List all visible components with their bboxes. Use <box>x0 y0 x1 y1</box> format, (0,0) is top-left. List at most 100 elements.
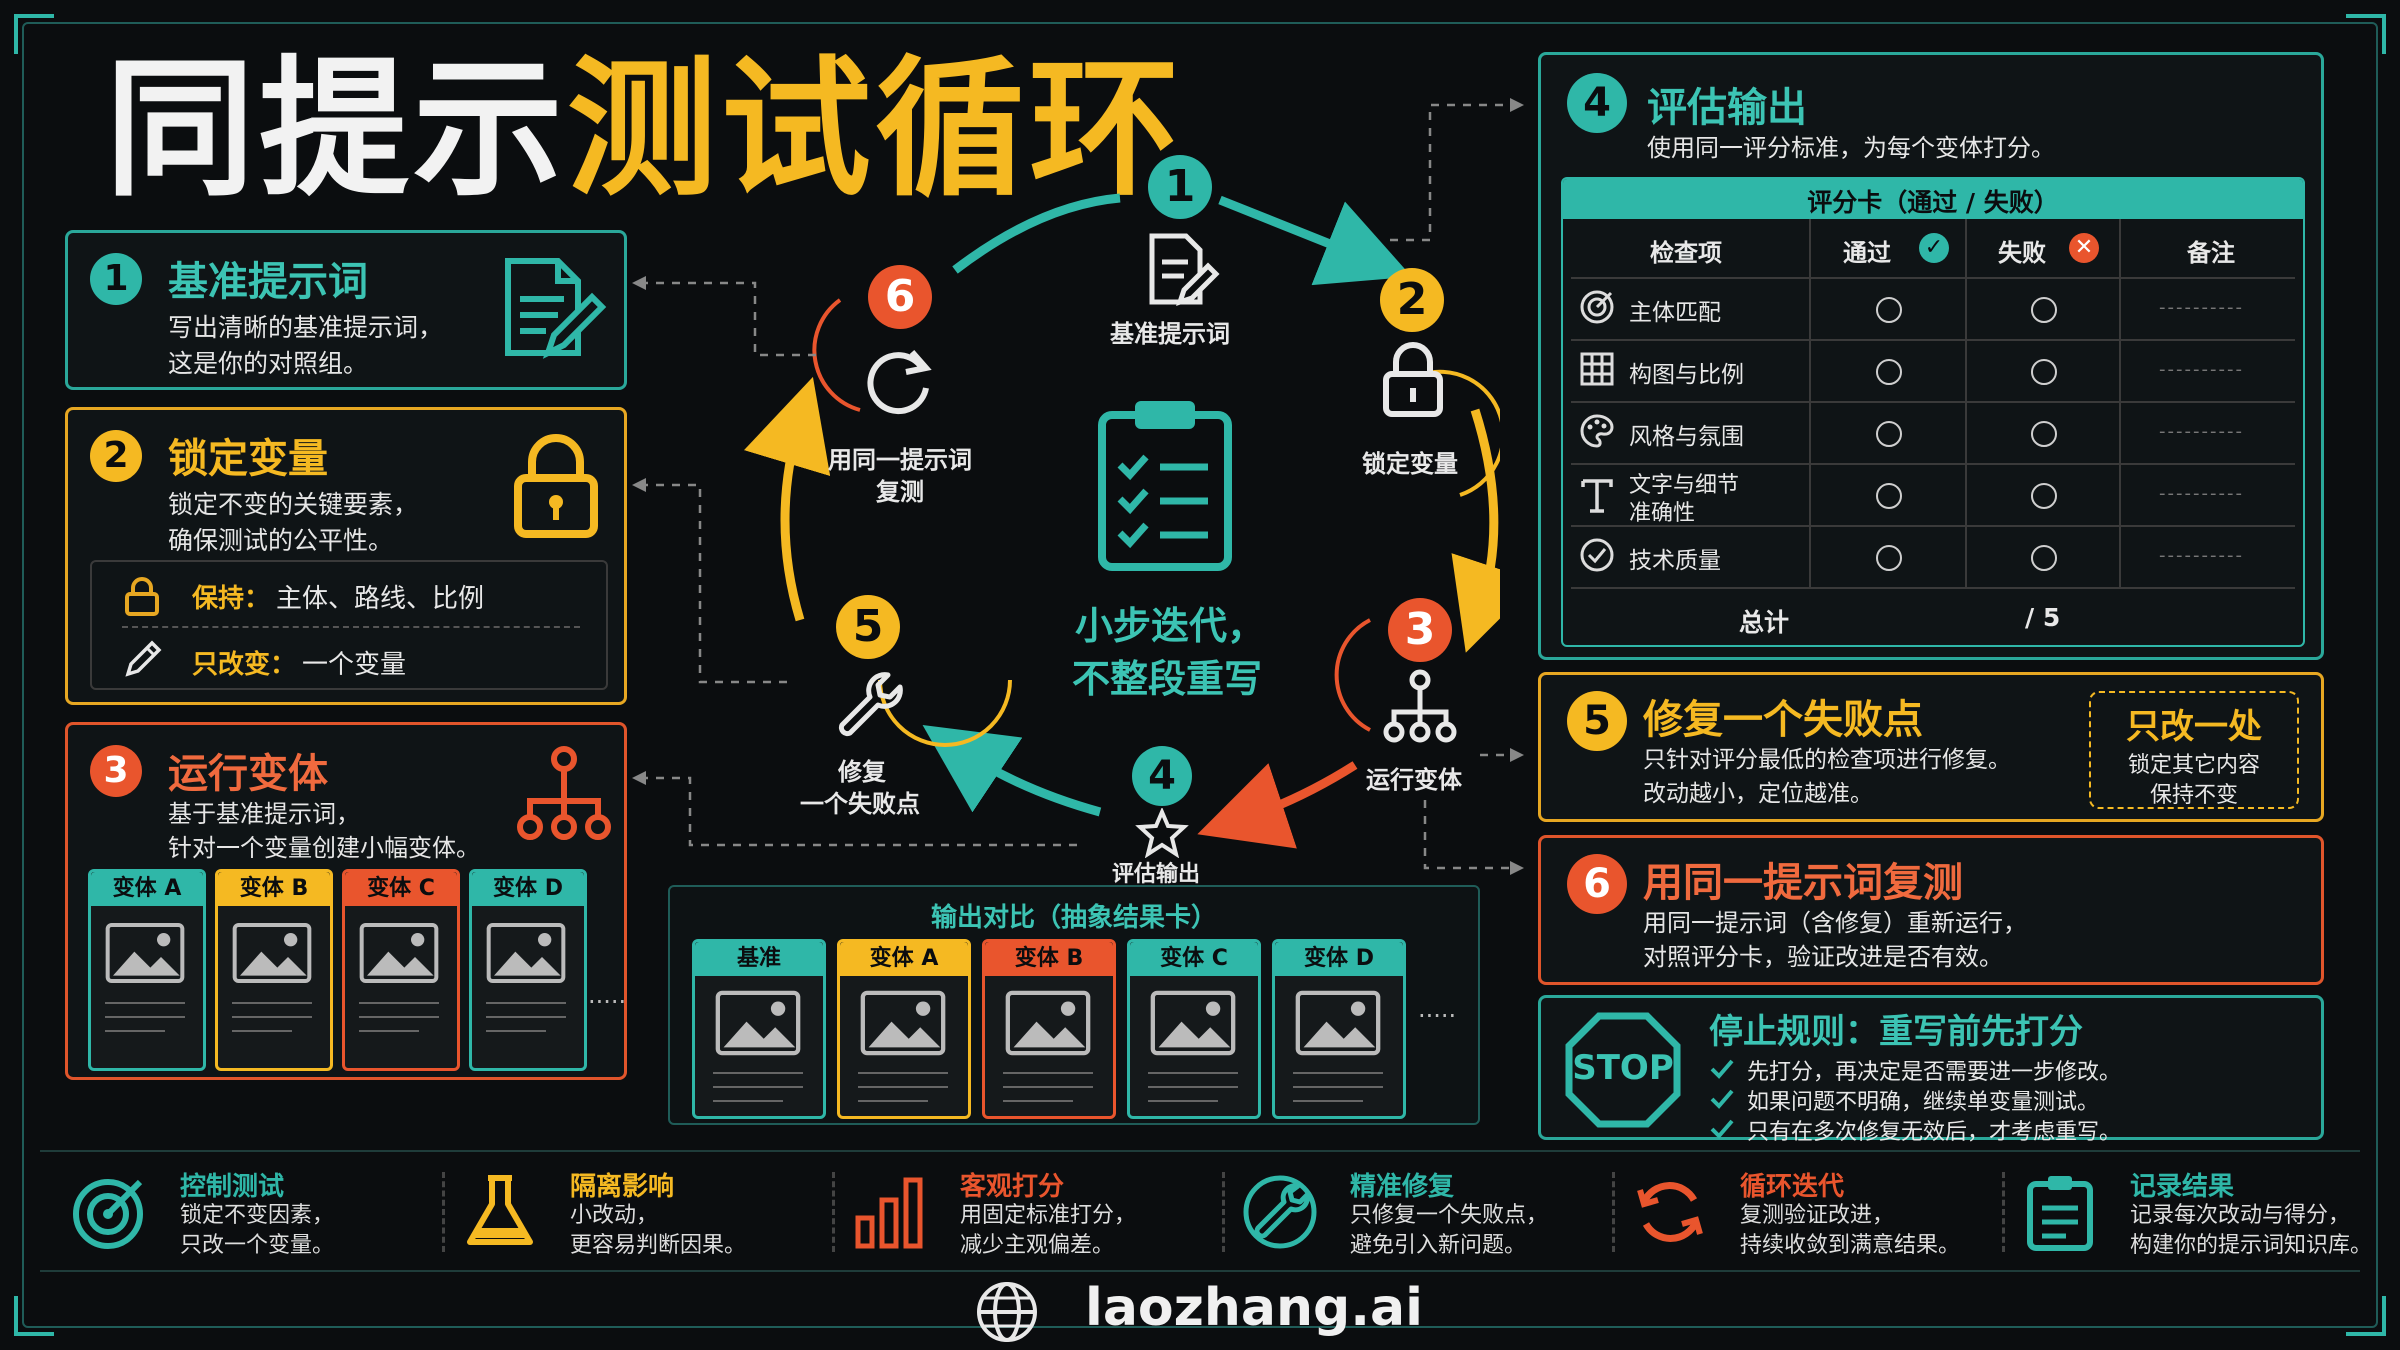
benefit-item: 精准修复只修复一个失败点，避免引入新问题。 <box>1240 1160 1610 1264</box>
benefit-item: 客观打分用固定标准打分，减少主观偏差。 <box>850 1160 1220 1264</box>
fail-x-icon: ✕ <box>2069 233 2099 263</box>
output-card: 变体 A <box>837 939 971 1119</box>
pass-radio[interactable] <box>1876 545 1902 571</box>
arrow-1-to-2 <box>1218 195 1412 286</box>
corner-decoration <box>2346 1296 2386 1336</box>
fail-radio[interactable] <box>2031 483 2057 509</box>
cycle-node-6-label-line1: 用同一提示词 <box>828 446 972 474</box>
arrow-6-to-1 <box>952 193 1121 274</box>
grid-line <box>1965 219 1967 587</box>
step-number-badge: 5 <box>1567 691 1627 751</box>
image-placeholder-icon <box>105 922 185 984</box>
stop-sign-icon <box>1565 1012 1681 1128</box>
text-line-placeholder <box>486 1016 566 1018</box>
text-line-placeholder <box>1003 1086 1093 1088</box>
card-title: 运行变体 <box>168 751 328 797</box>
benefit-line2: 更容易判断因果。 <box>570 1233 747 1258</box>
card-title: 修复一个失败点 <box>1643 697 1923 743</box>
image-placeholder-icon <box>1293 990 1383 1056</box>
text-line-placeholder <box>713 1086 803 1088</box>
variant-card: 变体 D <box>469 869 587 1071</box>
stop-rule-item: 如果问题不明确，继续单变量测试。 <box>1747 1090 2100 1115</box>
corner-decoration <box>14 1296 54 1336</box>
corner-decoration <box>14 14 54 54</box>
text-line-placeholder <box>858 1072 948 1074</box>
bottom-strip-bottom-line <box>40 1270 2360 1272</box>
badge-title: 只改一处 <box>2126 707 2262 747</box>
change-label: 只改变： <box>192 650 297 680</box>
scorecard-col-header: 失败 <box>1998 239 2046 267</box>
output-card-tag: 变体 C <box>1130 942 1258 976</box>
arrow-2-to-3 <box>1451 408 1500 653</box>
image-placeholder-icon <box>232 922 312 984</box>
card-desc-line2: 针对一个变量创建小幅变体。 <box>168 834 480 862</box>
document-pen-icon <box>1149 233 1220 306</box>
cycle-node-6-label-line2: 复测 <box>876 478 924 506</box>
pass-radio[interactable] <box>1876 359 1902 385</box>
card-desc-line1: 用同一提示词（含修复）重新运行， <box>1643 909 2027 937</box>
fail-radio[interactable] <box>2031 421 2057 447</box>
refresh-icon <box>867 350 932 415</box>
bar-chart-icon <box>850 1172 930 1252</box>
benefit-item: 控制测试锁定不变因素，只改一个变量。 <box>70 1160 440 1264</box>
benefit-item: 记录结果记录每次改动与得分，构建你的提示词知识库。 <box>2020 1160 2390 1264</box>
cycle-node-5-label-line2: 一个失败点 <box>800 790 920 818</box>
scorecard-col-header: 备注 <box>2187 239 2235 267</box>
pass-radio[interactable] <box>1876 421 1902 447</box>
card-title: 用同一提示词复测 <box>1643 860 1963 906</box>
keep-label: 保持： <box>192 584 271 614</box>
divider <box>442 1172 445 1252</box>
variant-tag: 变体 A <box>91 872 203 906</box>
pass-radio[interactable] <box>1876 483 1902 509</box>
text-line-placeholder <box>713 1100 783 1102</box>
keep-change-box: 保持： 主体、路线、比例 只改变： 一个变量 <box>90 560 608 690</box>
benefit-line2: 避免引入新问题。 <box>1350 1233 1527 1258</box>
benefit-title: 记录结果 <box>2130 1172 2235 1202</box>
card-retest-same-prompt: 6 用同一提示词复测 用同一提示词（含修复）重新运行， 对照评分卡，验证改进是否… <box>1538 835 2324 985</box>
card-desc-line2: 改动越小，定位越准。 <box>1643 781 1873 807</box>
card-evaluate-output: 4 评估输出 使用同一评分标准，为每个变体打分。 评分卡（通过 / 失败） 检查… <box>1538 52 2324 660</box>
card-title: 锁定变量 <box>168 436 328 482</box>
fail-radio[interactable] <box>2031 545 2057 571</box>
cycle-node-6-badge: 6 <box>868 265 932 329</box>
output-card-tag: 变体 A <box>840 942 968 976</box>
scorecard-row-item: 构图与比例 <box>1629 362 1744 388</box>
card-desc-line1: 只针对评分最低的检查项进行修复。 <box>1643 747 2011 773</box>
check-icon <box>1709 1116 1735 1142</box>
output-card: 基准 <box>692 939 826 1119</box>
card-desc-line2: 确保测试的公平性。 <box>168 526 394 555</box>
corner-decoration <box>2346 14 2386 54</box>
grid-icon <box>1579 351 1615 391</box>
text-line-placeholder <box>858 1100 928 1102</box>
pass-radio[interactable] <box>1876 297 1902 323</box>
outer-frame <box>22 22 2378 1328</box>
branch-icon <box>517 746 611 840</box>
scorecard-row-note: ---------- <box>2159 545 2244 566</box>
cycle-node-2-badge: 2 <box>1380 268 1444 332</box>
benefit-item: 循环迭代复测验证改进，持续收敛到满意结果。 <box>1630 1160 2000 1264</box>
change-one-badge: 只改一处 锁定其它内容 保持不变 <box>2089 691 2299 809</box>
scorecard-col-header: 通过 <box>1843 239 1891 267</box>
benefit-title: 隔离影响 <box>570 1172 675 1202</box>
scorecard-row-item: 主体匹配 <box>1629 300 1721 326</box>
output-card-tag: 变体 D <box>1275 942 1403 976</box>
page-title: 同提示测试循环 <box>105 40 1183 220</box>
benefit-line2: 构建你的提示词知识库。 <box>2130 1233 2373 1258</box>
grid-line <box>1571 339 2295 341</box>
text-line-placeholder <box>232 1002 312 1004</box>
step-number-badge: 1 <box>90 253 142 305</box>
benefit-title: 精准修复 <box>1350 1172 1455 1202</box>
cycle-node-3-badge: 3 <box>1388 598 1452 662</box>
output-card: 变体 C <box>1127 939 1261 1119</box>
stop-rule-item: 只有在多次修复无效后，才考虑重写。 <box>1747 1120 2122 1145</box>
card-baseline-prompt: 1 基准提示词 写出清晰的基准提示词， 这是你的对照组。 <box>65 230 627 390</box>
card-fix-one-failure: 5 修复一个失败点 只针对评分最低的检查项进行修复。 改动越小，定位越准。 只改… <box>1538 672 2324 822</box>
card-desc-line1: 写出清晰的基准提示词， <box>168 313 444 342</box>
stop-rule-item: 先打分，再决定是否需要进一步修改。 <box>1747 1060 2122 1085</box>
pass-check-icon: ✓ <box>1919 233 1949 263</box>
fail-radio[interactable] <box>2031 297 2057 323</box>
text-line-placeholder <box>1293 1072 1383 1074</box>
fail-radio[interactable] <box>2031 359 2057 385</box>
image-placeholder-icon <box>713 990 803 1056</box>
